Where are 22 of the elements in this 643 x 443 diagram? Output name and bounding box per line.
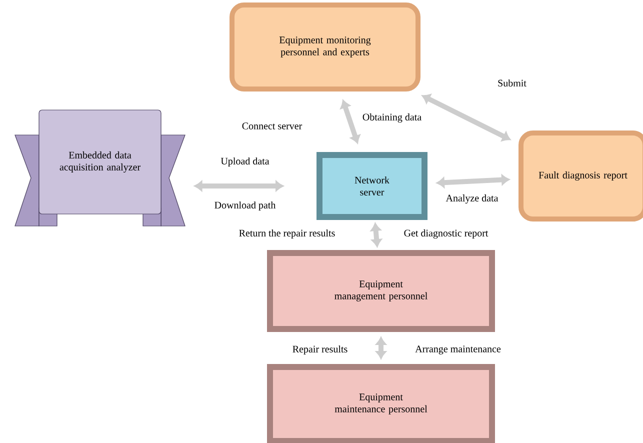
banner: Embedded data acquisition analyzer	[14, 110, 186, 226]
double-arrow	[340, 100, 360, 144]
double-arrow	[422, 94, 510, 142]
edge-label: Analyze data	[444, 193, 500, 205]
arrow-label: Download path	[213, 200, 277, 212]
arrow-label: Get diagnostic report	[402, 228, 490, 240]
double-arrow	[376, 337, 386, 359]
edge-label: Repair results	[291, 344, 349, 356]
double-arrow	[436, 174, 510, 188]
bevel-box: Equipment management personnel	[267, 250, 495, 332]
edge-label: Submit	[496, 78, 528, 88]
rounded-box: Equipment monitoring personnel and experts	[230, 2, 420, 92]
rounded-box: Fault diagnosis report	[518, 130, 643, 222]
edge-label: Upload data	[220, 156, 270, 168]
arrow-label: Obtaining data	[361, 112, 423, 124]
bevel-box: Network server	[316, 152, 428, 220]
bevel-box: Equipment maintenance personnel	[267, 364, 495, 443]
arrow-label: Arrange maintenance	[414, 344, 502, 356]
edge-label: Return the repair results	[238, 228, 336, 240]
double-arrow	[194, 180, 284, 192]
double-arrow	[370, 223, 382, 247]
edge-label: Connect server	[240, 122, 304, 130]
